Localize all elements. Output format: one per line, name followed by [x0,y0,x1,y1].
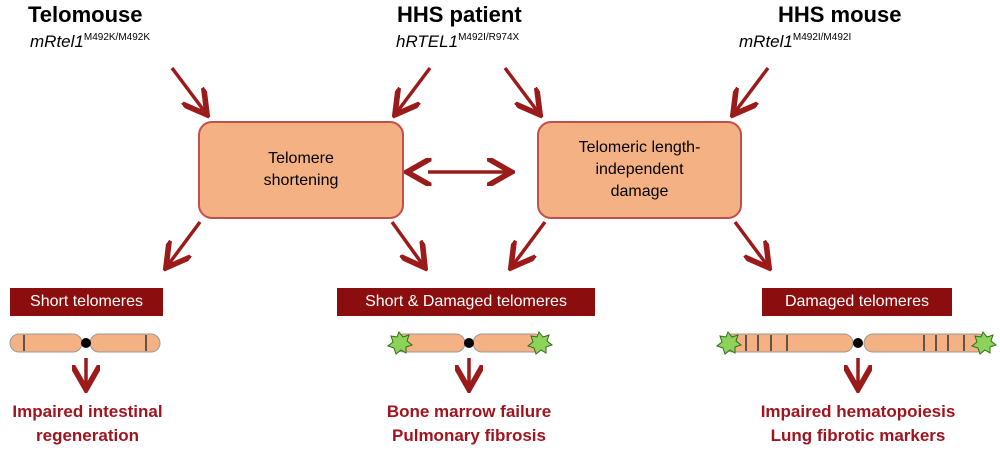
mechanism-label-line: independent [595,161,684,178]
mechanism-label-line: damage [610,183,669,200]
outcome-line: Bone marrow failure [386,402,552,421]
arrow-patient-to-shortening [397,66,432,112]
outcome-line: Impaired hematopoiesis [760,402,956,421]
mechanism-label-line: Telomere [268,150,334,167]
allele-superscript: M492K/M492K [83,32,151,43]
mechanism-label-line: Telomeric length- [578,139,701,156]
outcome-line: Pulmonary fibrosis [392,426,546,445]
mechanism-label-line: shortening [263,172,339,189]
chromosome-short-damaged-telomeres [386,331,554,355]
arrow-patient-to-damage [503,66,538,112]
genotype-hhs-patient: hRTEL1M492I/R974X [396,32,519,52]
allele-superscript: M492I/R974X [458,32,520,43]
gene-name: hRTEL1 [396,32,459,51]
genotype-hhs-mouse: mRtel1M492I/M492I [739,32,851,52]
mechanism-box-length-independent-damage: Telomeric length- independent damage [537,121,742,219]
damage-star-icon [970,331,998,355]
header-telomouse: Telomouse [28,2,143,27]
mechanism-box-telomere-shortening: Telomere shortening [198,121,404,219]
banner-short-damaged-telomeres: Short & Damaged telomeres [337,288,595,316]
header-hhs-mouse: HHS mouse [778,2,902,27]
chromosome-damaged-telomeres [715,331,998,355]
arrow-damage-to-damaged [733,220,767,265]
arrow-hhsmouse-to-damage [735,66,770,112]
arrow-shortening-to-both [390,220,423,265]
outcome-telomouse: Impaired intestinal regeneration [0,400,175,448]
outcome-line: Lung fibrotic markers [770,426,946,445]
arrow-telomouse-to-shortening [170,66,205,112]
outcome-line: regeneration [36,426,139,445]
outcome-hhs-patient: Bone marrow failure Pulmonary fibrosis [370,400,568,448]
outcome-line: Impaired intestinal [12,402,163,421]
header-hhs-patient: HHS patient [397,2,522,27]
gene-name: mRtel1 [739,32,793,51]
arrow-damage-to-both [513,220,547,265]
banner-short-telomeres: Short telomeres [10,288,163,316]
damage-star-icon [526,331,554,355]
arrow-shortening-to-short [168,220,202,265]
outcome-hhs-mouse: Impaired hematopoiesis Lung fibrotic mar… [735,400,981,448]
damage-star-icon [715,331,743,355]
genotype-telomouse: mRtel1M492K/M492K [30,32,150,52]
chromosome-short-telomeres [9,333,161,353]
allele-superscript: M492I/M492I [792,32,852,43]
gene-name: mRtel1 [30,32,84,51]
banner-damaged-telomeres: Damaged telomeres [762,288,952,316]
damage-star-icon [386,331,414,355]
